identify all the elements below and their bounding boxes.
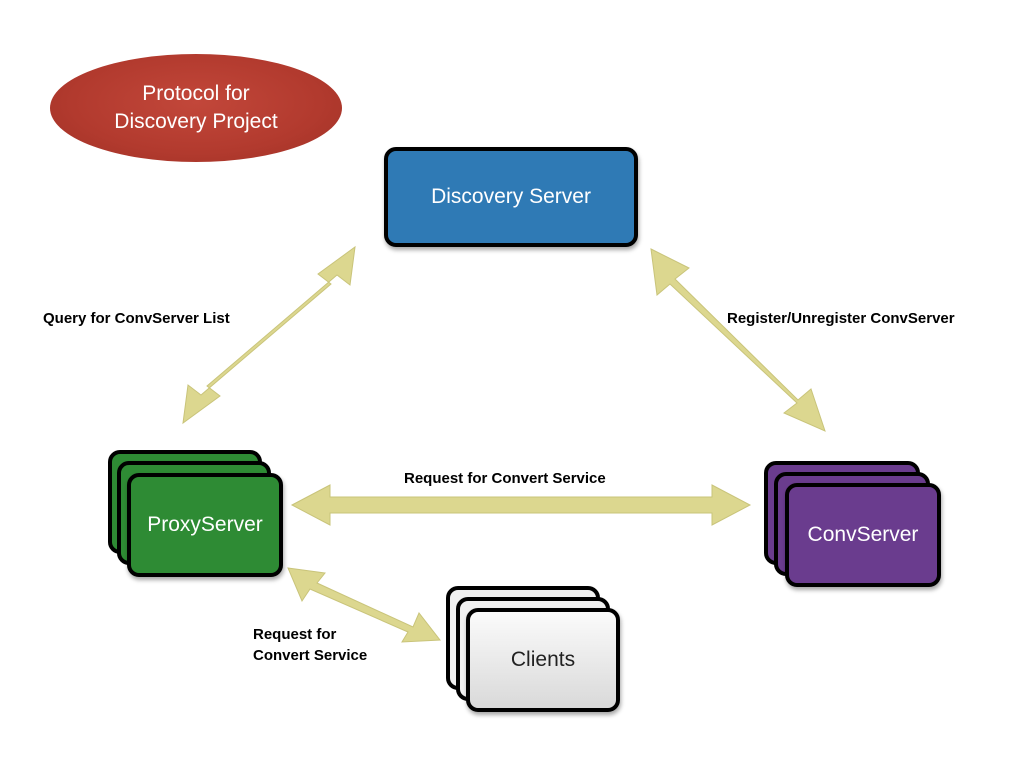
title-line-2: Discovery Project [114, 110, 278, 133]
edge-label-register: Register/Unregister ConvServer [727, 310, 955, 327]
proxy-server-node: ProxyServer [127, 473, 283, 577]
edge-label-clients-1: Request for [253, 626, 337, 643]
clients-node: Clients [466, 608, 620, 712]
conv-server-node: ConvServer [785, 483, 941, 587]
title-line-1: Protocol for [142, 82, 250, 105]
arrow-register [650, 248, 826, 432]
edge-label-convert: Request for Convert Service [404, 470, 606, 487]
arrow-clients [287, 567, 441, 643]
clients-label: Clients [510, 648, 576, 671]
edge-label-query: Query for ConvServer List [43, 310, 230, 327]
proxy-server-label: ProxyServer [147, 513, 263, 536]
conv-server-label: ConvServer [807, 523, 919, 546]
diagram-title: Protocol for Discovery Project [50, 54, 342, 162]
edge-label-clients-2: Convert Service [253, 647, 368, 664]
discovery-server-label: Discovery Server [431, 185, 591, 208]
arrow-query [182, 245, 356, 425]
arrow-convert [290, 484, 752, 526]
discovery-server-node: Discovery Server [384, 147, 638, 247]
